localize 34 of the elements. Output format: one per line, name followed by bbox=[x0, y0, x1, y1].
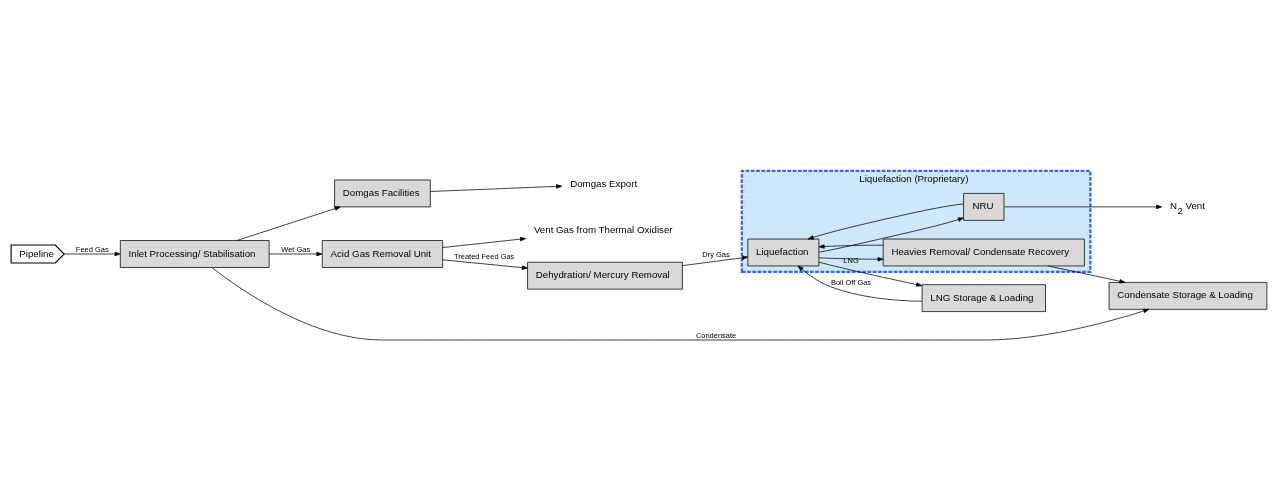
node-box: Dehydration/ Mercury Removal bbox=[527, 261, 683, 290]
node-box: Liquefaction bbox=[747, 238, 820, 266]
arrow bbox=[818, 243, 884, 249]
node-box: Inlet Processing/ Stabilisation bbox=[119, 239, 270, 268]
arrow bbox=[211, 266, 1150, 340]
node-box: Acid Gas Removal Unit bbox=[321, 239, 444, 268]
node-box: NRU bbox=[963, 192, 1005, 221]
arrow bbox=[442, 236, 527, 248]
edge-label: Boil Off Gas bbox=[830, 277, 872, 287]
edge-label: Condensate bbox=[695, 330, 737, 340]
node-text: Vent Gas from Thermal Oxidiser bbox=[533, 223, 673, 235]
edge-label: Feed Gas bbox=[75, 244, 109, 254]
arrow bbox=[268, 251, 323, 256]
arrow bbox=[818, 256, 884, 261]
node-text: Domgas Export bbox=[570, 177, 638, 189]
node-box: Heavies Removal/ Condensate Recovery bbox=[882, 238, 1085, 266]
edge-label: LNG bbox=[843, 255, 859, 265]
arrow bbox=[1003, 204, 1163, 209]
node-box: LNG Storage & Loading bbox=[921, 283, 1046, 312]
edge-label: Wet Gas bbox=[281, 244, 311, 254]
edge-label: Treated Feed Gas bbox=[454, 251, 515, 261]
arrow bbox=[236, 205, 341, 241]
arrow bbox=[797, 265, 923, 302]
node-box: Condensate Storage & Loading bbox=[1108, 281, 1268, 310]
arrow bbox=[818, 261, 923, 287]
arrow bbox=[682, 255, 749, 266]
node-box: Domgas Facilities bbox=[334, 179, 431, 207]
arrow bbox=[442, 258, 528, 270]
arrow bbox=[1047, 265, 1126, 283]
arrow bbox=[64, 251, 121, 256]
arrow bbox=[807, 203, 964, 240]
arrow bbox=[429, 183, 562, 192]
arrow bbox=[818, 216, 964, 253]
edge-label: Dry Gas bbox=[702, 249, 730, 259]
